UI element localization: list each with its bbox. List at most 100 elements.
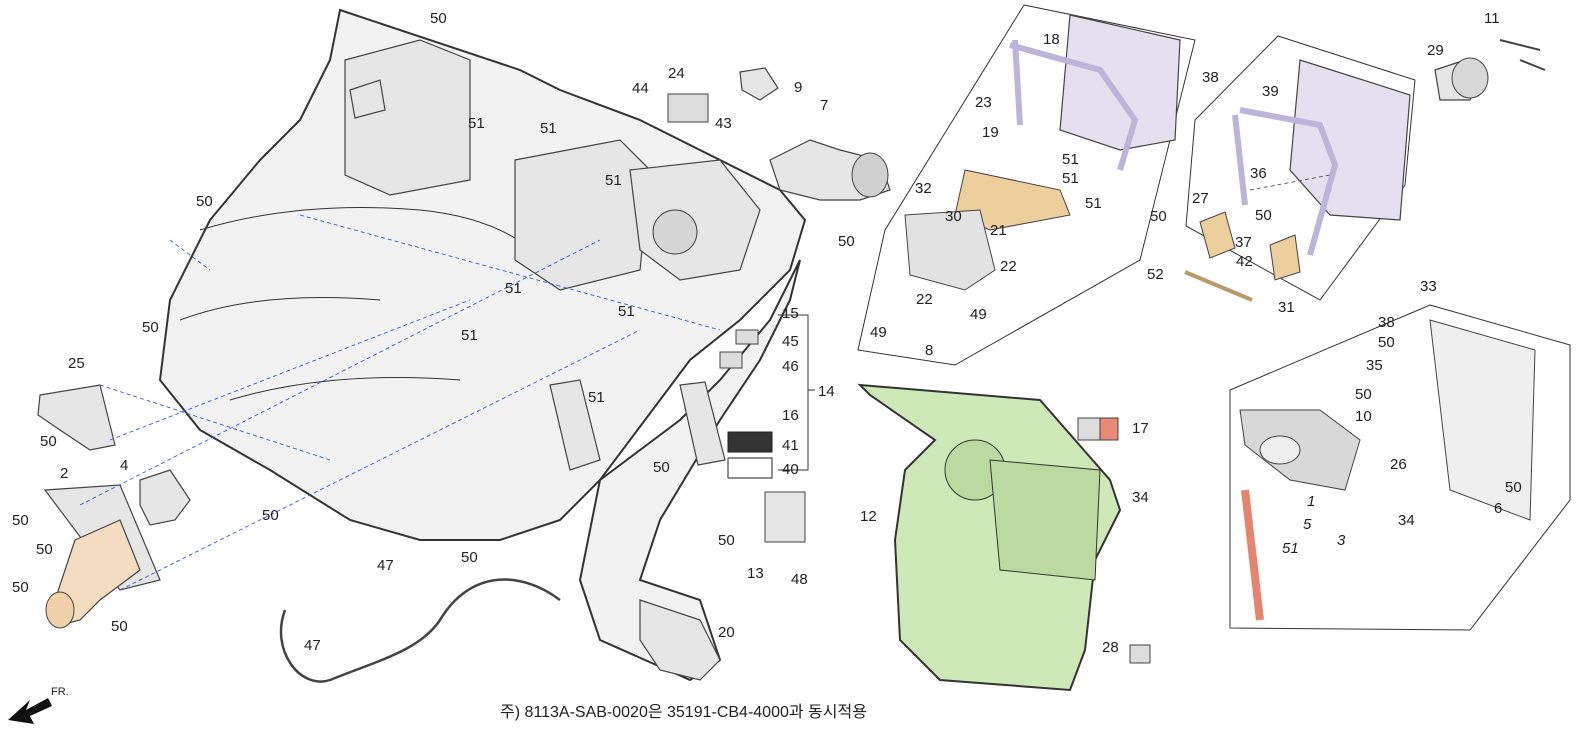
lamp-assembly-31 [1229, 304, 1571, 631]
part-label: 49 [870, 324, 887, 341]
part-label: 51 [1062, 151, 1079, 168]
part-label: 34 [1398, 512, 1415, 529]
part-label: 19 [982, 124, 999, 141]
part-label: 32 [915, 180, 932, 197]
part-label: 51 [540, 120, 557, 137]
part-label: 15 [782, 305, 799, 322]
inner-box-body [158, 8, 807, 541]
part-label: 13 [747, 565, 764, 582]
part-label: 50 [461, 549, 478, 566]
part-label: 6 [1494, 500, 1502, 517]
part-label: 51 [618, 303, 635, 320]
part-label: 50 [653, 459, 670, 476]
part-label: 9 [794, 79, 802, 96]
part-label: 51 [1282, 540, 1299, 557]
socket-7 [769, 139, 891, 201]
green-panel-17 [857, 383, 1122, 692]
part-label: 12 [860, 508, 877, 525]
part-label: 45 [782, 333, 799, 350]
part-label: 10 [1355, 408, 1372, 425]
part-label: 40 [782, 461, 799, 478]
part-label: 47 [377, 557, 394, 574]
lid-assembly-18 [857, 4, 1196, 366]
part-label: 51 [605, 172, 622, 189]
part-label: 22 [916, 291, 933, 308]
part-label: 50 [430, 10, 447, 27]
part-label: 50 [1505, 479, 1522, 496]
part-label: 43 [715, 115, 732, 132]
diagram-footnote: 주) 8113A-SAB-0020은 35191-CB4-4000과 동시적용 [500, 704, 867, 721]
lamp-base-2 [43, 484, 161, 629]
part-label: 35 [1366, 357, 1383, 374]
part-label: 20 [718, 624, 735, 641]
assembly-leaders [79, 174, 1331, 591]
switch-24 [667, 93, 709, 123]
part-label: 50 [838, 233, 855, 250]
part-label: 38 [1202, 69, 1219, 86]
part-label: 50 [142, 319, 159, 336]
part-label: 50 [718, 532, 735, 549]
clip-28 [1129, 644, 1151, 664]
part-label: 51 [468, 115, 485, 132]
part-label: 37 [1235, 234, 1252, 251]
part-label: 50 [262, 507, 279, 524]
part-label: 23 [975, 94, 992, 111]
part-label: 16 [782, 407, 799, 424]
part-label: 50 [12, 512, 29, 529]
part-label: 24 [668, 65, 685, 82]
part-label: 28 [1102, 639, 1119, 656]
part-label: 48 [791, 571, 808, 588]
part-label: 50 [1255, 207, 1272, 224]
part-labels: 50 24 9 44 7 43 51 51 51 50 50 51 51 51 … [12, 10, 1522, 656]
part-label: 3 [1337, 532, 1346, 549]
part-label: 38 [1378, 314, 1395, 331]
socket-4 [139, 469, 191, 526]
part-label: 14 [818, 383, 835, 400]
part-label: 50 [196, 193, 213, 210]
part-label: 49 [970, 306, 987, 323]
part-label: 4 [120, 457, 128, 474]
part-14-bracket [778, 314, 815, 471]
part-label: 36 [1250, 165, 1267, 182]
part-label: 29 [1427, 42, 1444, 59]
part-label: 1 [1307, 493, 1315, 510]
cable-12 [279, 578, 561, 683]
part-label: 50 [12, 579, 29, 596]
part-label: 50 [1150, 208, 1167, 225]
part-label: 51 [461, 327, 478, 344]
part-label: 30 [945, 208, 962, 225]
part-label: 51 [588, 389, 605, 406]
part-label: 51 [505, 280, 522, 297]
part-label: 34 [1132, 489, 1149, 506]
part-label: 47 [304, 637, 321, 654]
part-label: 26 [1390, 456, 1407, 473]
small-parts-group [679, 329, 806, 543]
part-label: 50 [1378, 334, 1395, 351]
part-label: 25 [68, 355, 85, 372]
part-label: 50 [40, 433, 57, 450]
part-label: 17 [1132, 420, 1149, 437]
part-label: 27 [1192, 190, 1209, 207]
key-cylinder-8 [1434, 39, 1546, 101]
part-label: 8 [925, 342, 933, 359]
part-label: 50 [111, 618, 128, 635]
clip-9 [739, 67, 779, 101]
part-label: 51 [1085, 195, 1102, 212]
part-label: 2 [60, 465, 68, 482]
part-label: 39 [1262, 83, 1279, 100]
part-label: 52 [1147, 266, 1164, 283]
part-label: 18 [1043, 31, 1060, 48]
part-label: 50 [36, 541, 53, 558]
part-label: 42 [1236, 253, 1253, 270]
part-label: 7 [820, 97, 828, 114]
part-label: 11 [1484, 10, 1500, 27]
part-label: 50 [1355, 386, 1372, 403]
front-arrow-icon [8, 698, 52, 724]
part-label: 51 [1062, 170, 1079, 187]
front-marker-label: FR. [51, 686, 69, 698]
part-label: 46 [782, 358, 799, 375]
part-label: 5 [1303, 516, 1312, 533]
part-label: 44 [632, 80, 649, 97]
part-label: 31 [1278, 299, 1295, 316]
